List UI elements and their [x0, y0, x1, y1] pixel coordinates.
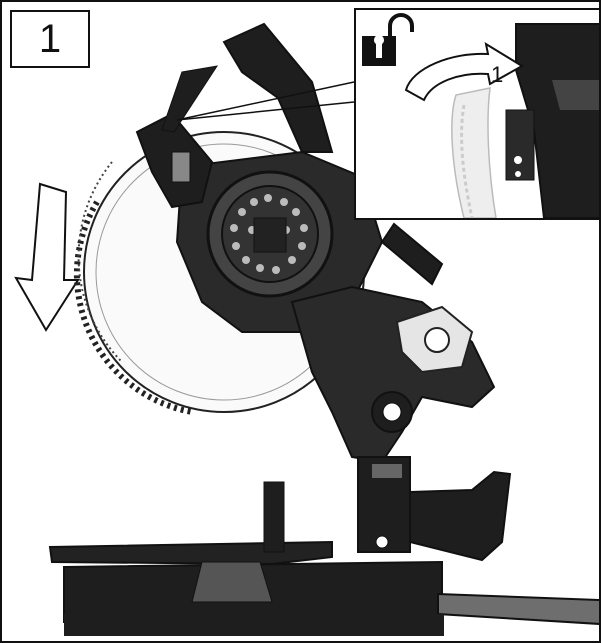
blade-guard [175, 150, 384, 333]
detail-inset: 1 [354, 8, 599, 220]
support-column [357, 456, 411, 553]
arrow-down-icon [14, 182, 80, 332]
unlock-icon [362, 13, 414, 66]
curved-arrow-icon [404, 41, 524, 102]
side-knob [380, 222, 444, 286]
inset-step-label: 1 [491, 62, 504, 87]
saw-handle [222, 22, 334, 153]
inset-handle [505, 23, 599, 218]
saw-base [48, 481, 599, 636]
step-number: 1 [38, 16, 62, 61]
callout-lines [176, 81, 355, 121]
step-number-box: 1 [10, 10, 90, 68]
inset-blade [451, 87, 497, 218]
rear-handle [409, 470, 512, 562]
pivot-arm [290, 285, 496, 464]
inset-illustration [362, 13, 599, 218]
lock-bracket [135, 65, 219, 209]
